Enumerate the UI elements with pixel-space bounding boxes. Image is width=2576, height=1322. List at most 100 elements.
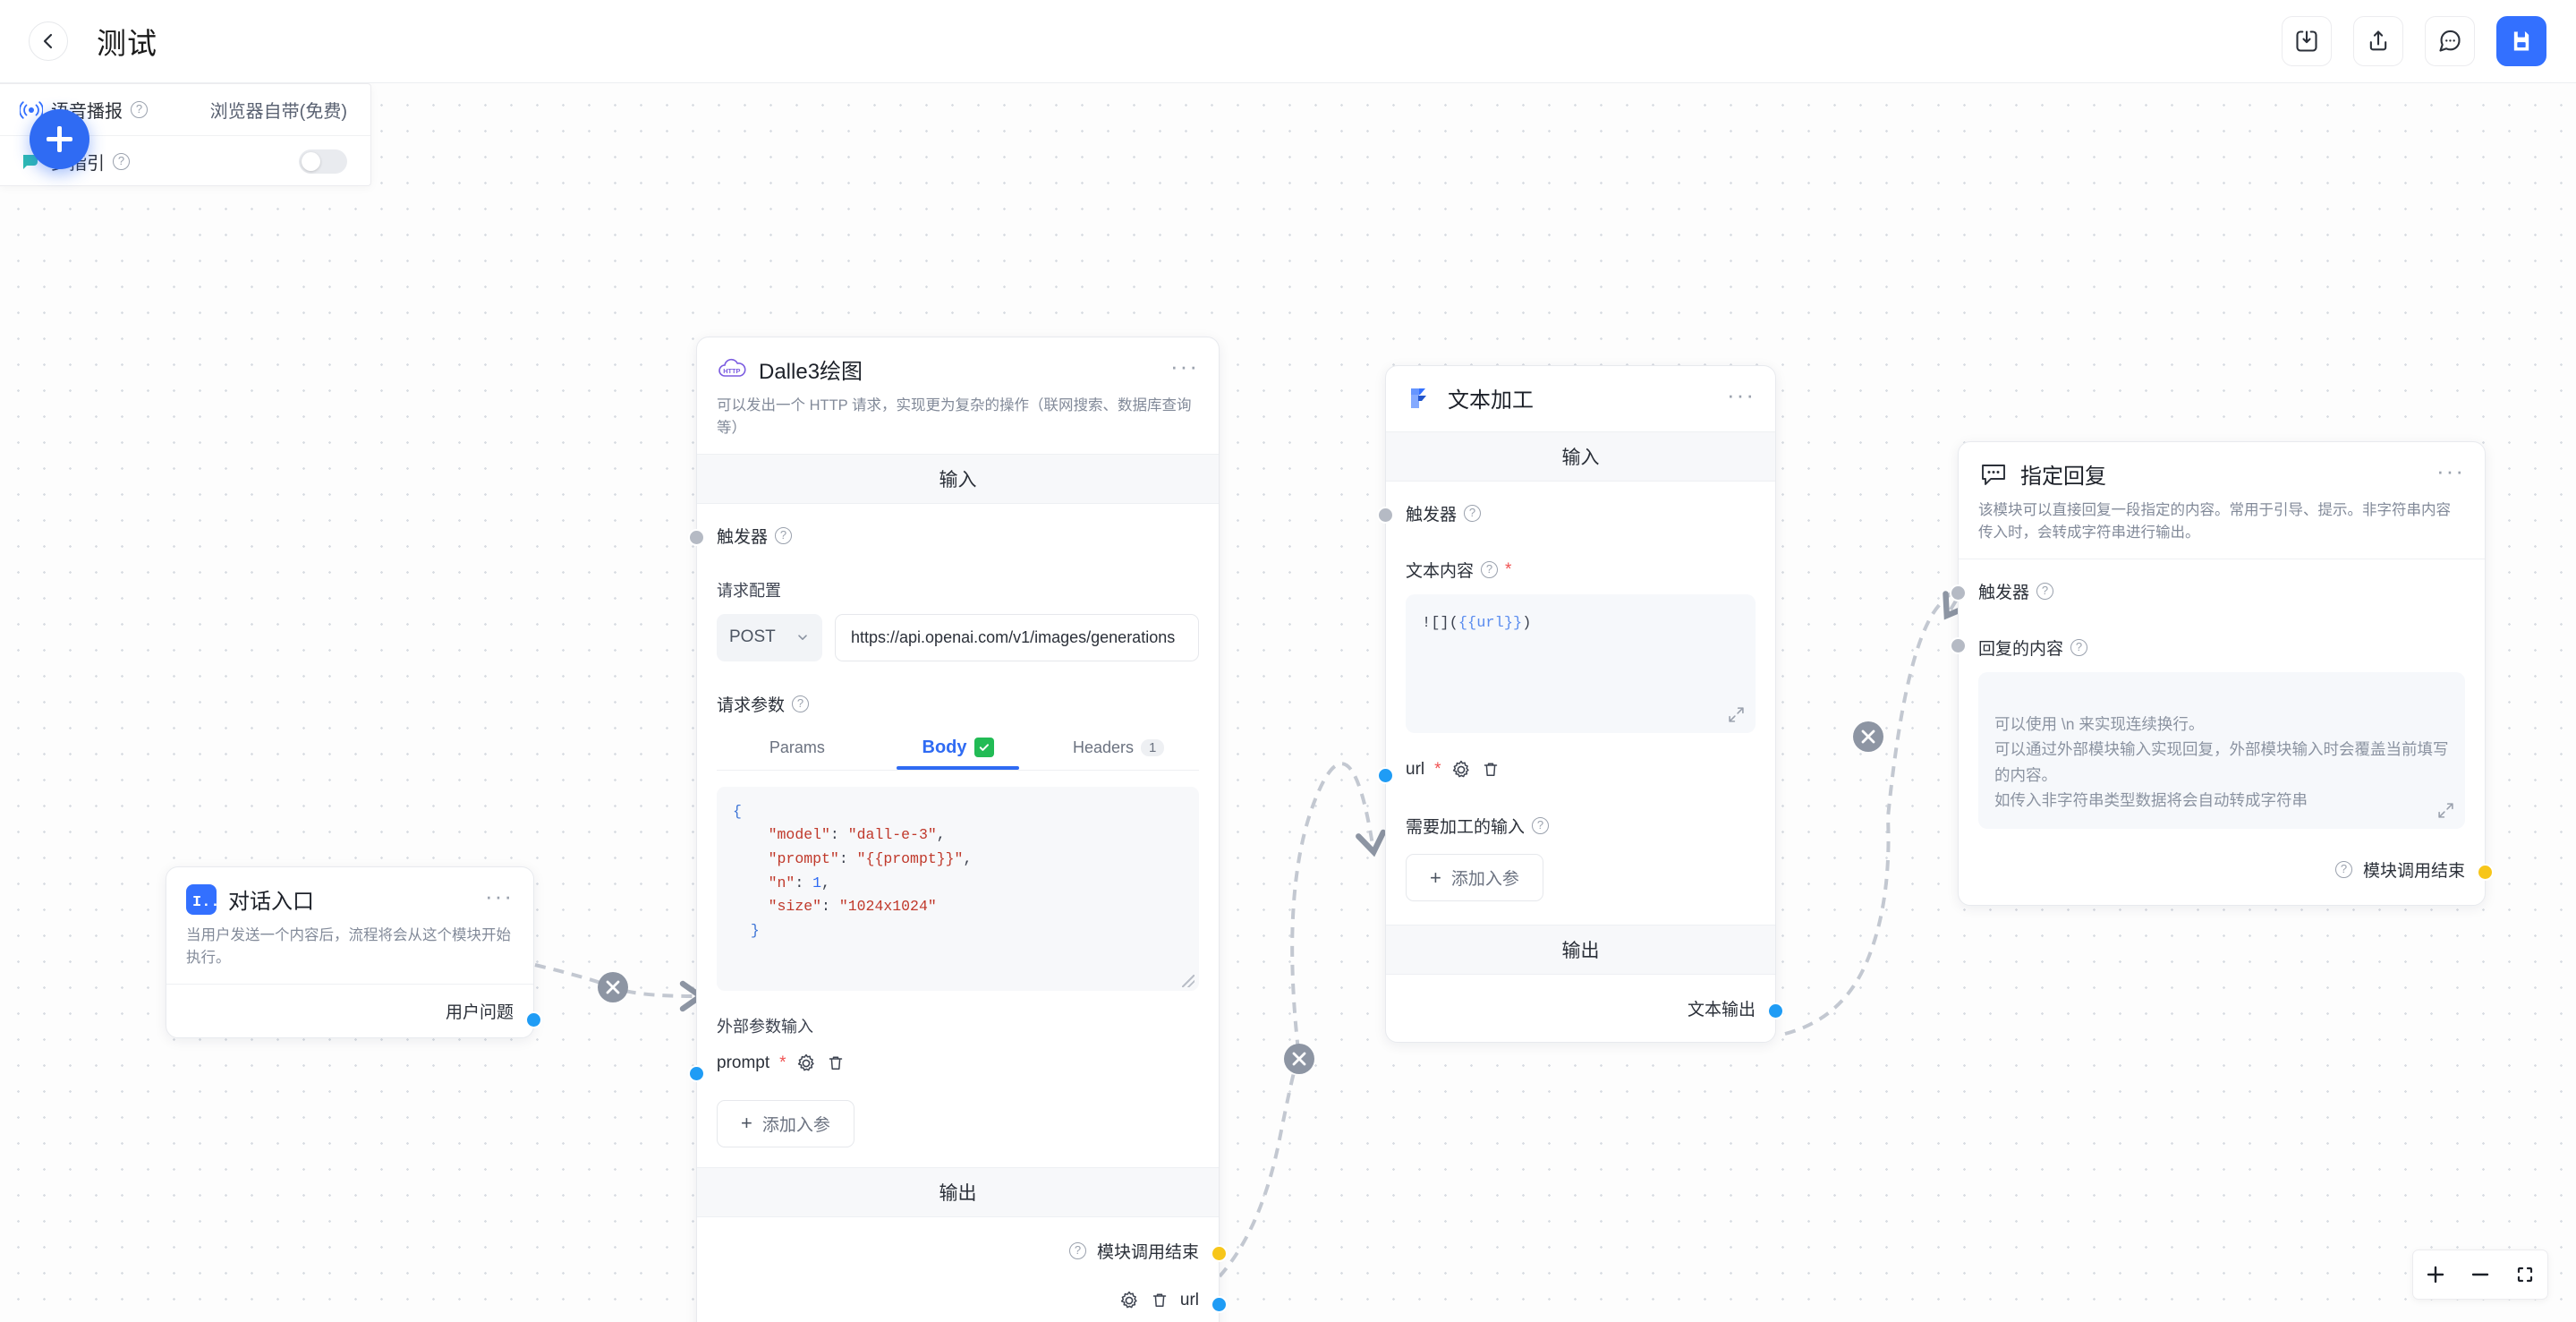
node-menu-button[interactable]: ··· [1170, 352, 1199, 380]
reply-placeholder-text: 可以使用 \n 来实现连续换行。 可以通过外部模块输入实现回复，外部模块输入时会… [1994, 714, 2449, 809]
step-guide-toggle[interactable] [299, 149, 347, 174]
help-icon[interactable]: ? [2036, 582, 2054, 600]
speech-dots-icon [1982, 464, 2005, 485]
node-dalle3[interactable]: HTTP Dalle3绘图 ··· 可以发出一个 HTTP 请求，实现更为复杂的… [688, 337, 1228, 1322]
tab-params[interactable]: Params [717, 738, 878, 770]
gear-icon[interactable] [1451, 760, 1471, 780]
trigger-input-port[interactable] [688, 528, 705, 546]
help-icon[interactable]: ? [1464, 505, 1482, 522]
text-content-section: 文本内容 ? * ![]({{url}}) [1386, 533, 1775, 740]
fit-view-button[interactable] [2503, 1250, 2547, 1300]
external-params-label: 外部参数输入 [717, 1017, 813, 1036]
node-output-section: 用户问题 [166, 983, 542, 1037]
edge-textprocess-to-reply [1784, 584, 1970, 1036]
trash-icon[interactable] [1150, 1291, 1169, 1310]
node-text-process[interactable]: 文本加工 ··· 输入 触发器 ? 文本内容 ? * [1377, 365, 1784, 1043]
node-menu-button[interactable]: ··· [2436, 456, 2465, 484]
text-value-suffix: ) [1522, 615, 1532, 632]
node-description: 该模块可以直接回复一段指定的内容。常用于引导、提示。非字符串内容传入时，会转成字… [1978, 502, 2451, 541]
input-module-icon: I.. [186, 883, 217, 915]
output-port-module-end[interactable] [1211, 1244, 1228, 1262]
save-button[interactable] [2496, 16, 2546, 66]
trigger-row: 触发器 ? [1377, 482, 1775, 533]
gear-icon[interactable] [1119, 1291, 1139, 1310]
node-specified-reply[interactable]: 指定回复 ··· 该模块可以直接回复一段指定的内容。常用于引导、提示。非字符串内… [1950, 441, 2494, 906]
zoom-in-button[interactable] [2413, 1250, 2458, 1300]
node-menu-button[interactable]: ··· [485, 882, 514, 909]
input-port-prompt[interactable] [688, 1064, 705, 1082]
tab-headers[interactable]: Headers 1 [1038, 738, 1199, 770]
external-params-section: 外部参数输入 prompt * + 添加入参 [688, 991, 1219, 1167]
output-section-band: 输出 [697, 1166, 1219, 1217]
trash-icon[interactable] [1481, 760, 1501, 780]
add-node-button[interactable] [30, 109, 89, 169]
help-icon[interactable]: ? [131, 101, 148, 118]
add-input-param-button[interactable]: + 添加入参 [1406, 854, 1543, 901]
zoom-out-button[interactable] [2458, 1250, 2503, 1300]
node-header: HTTP Dalle3绘图 ··· 可以发出一个 HTTP 请求，实现更为复杂的… [697, 337, 1219, 454]
help-icon[interactable]: ? [1481, 561, 1499, 578]
help-icon[interactable]: ? [2334, 860, 2352, 878]
trigger-input-port[interactable] [1377, 507, 1394, 524]
http-method-select[interactable]: POST [717, 613, 822, 661]
trigger-row: 触发器 ? [1950, 559, 2485, 610]
import-button[interactable] [2282, 16, 2332, 66]
output-port-module-end[interactable] [2477, 863, 2494, 881]
tab-body[interactable]: Body [878, 738, 1039, 770]
add-input-param-label: 添加入参 [761, 1115, 830, 1135]
resize-handle[interactable] [1182, 974, 1194, 987]
reply-content-editor[interactable]: 可以使用 \n 来实现连续换行。 可以通过外部模块输入实现回复，外部模块输入时会… [1978, 671, 2465, 829]
arrow-left-icon [43, 33, 53, 49]
output-row: 文本输出 [1406, 996, 1756, 1020]
output-port-text[interactable] [1767, 1002, 1784, 1019]
request-params-section: 请求参数 ? Params Body Headers [697, 669, 1219, 991]
edge-delete-button[interactable] [1853, 721, 1883, 752]
help-icon[interactable]: ? [1068, 1241, 1086, 1259]
flow-canvas[interactable]: I.. 对话入口 ··· 当用户发送一个内容后，流程将会从这个模块开始执行。 用… [0, 83, 2576, 1322]
body-valid-check-icon [973, 738, 994, 757]
edge-delete-button[interactable] [598, 972, 628, 1002]
node-title: 对话入口 [228, 890, 314, 914]
svg-text:I..: I.. [192, 894, 217, 911]
chat-bubble-icon [2439, 30, 2461, 52]
input-port-url[interactable] [1377, 767, 1394, 784]
edge-delete-button[interactable] [1284, 1044, 1314, 1074]
help-icon[interactable]: ? [792, 695, 810, 712]
add-input-param-button[interactable]: + 添加入参 [717, 1099, 854, 1147]
help-icon[interactable]: ? [775, 526, 793, 544]
node-chat-entry[interactable]: I.. 对话入口 ··· 当用户发送一个内容后，流程将会从这个模块开始执行。 用… [166, 866, 542, 1038]
output-label: 文本输出 [1687, 1001, 1756, 1019]
trigger-label: 触发器 [1406, 506, 1458, 525]
output-port-user-question[interactable] [525, 1011, 542, 1028]
node-menu-button[interactable]: ··· [1727, 380, 1756, 408]
trash-icon[interactable] [826, 1053, 846, 1073]
output-port-url[interactable] [1211, 1295, 1228, 1313]
output-end-label: 模块调用结束 [2362, 861, 2465, 881]
param-name: url [1406, 760, 1425, 779]
plus-icon: + [741, 1112, 752, 1134]
back-button[interactable] [29, 21, 68, 61]
request-body-editor[interactable]: { "model": "dall-e-3", "prompt": "{{prom… [717, 786, 1199, 991]
minus-icon [2471, 1273, 2489, 1276]
setting-value: 浏览器自带(免费) [209, 102, 347, 122]
help-icon[interactable]: ? [2070, 638, 2088, 656]
chat-button[interactable] [2425, 16, 2475, 66]
output-label: 用户问题 [445, 1002, 514, 1022]
request-url-input[interactable]: https://api.openai.com/v1/images/generat… [835, 613, 1199, 661]
export-button[interactable] [2353, 16, 2403, 66]
expand-icon[interactable] [2437, 802, 2454, 819]
help-icon[interactable]: ? [1532, 817, 1550, 834]
http-method-value: POST [729, 627, 776, 646]
request-params-tabs: Params Body Headers 1 [717, 738, 1199, 770]
expand-icon[interactable] [1728, 706, 1745, 723]
add-input-param-label: 添加入参 [1450, 870, 1519, 889]
trigger-input-port[interactable] [1950, 584, 1967, 601]
text-content-editor[interactable]: ![]({{url}}) [1406, 594, 1756, 733]
zoom-controls [2412, 1250, 2548, 1300]
help-icon[interactable]: ? [113, 152, 130, 170]
gear-icon[interactable] [796, 1053, 816, 1073]
required-marker: * [1505, 559, 1512, 579]
request-config-section: 请求配置 POST https://api.openai.com/v1/imag… [697, 555, 1219, 669]
required-marker: * [779, 1053, 786, 1072]
input-port-reply-content[interactable] [1950, 636, 1967, 654]
